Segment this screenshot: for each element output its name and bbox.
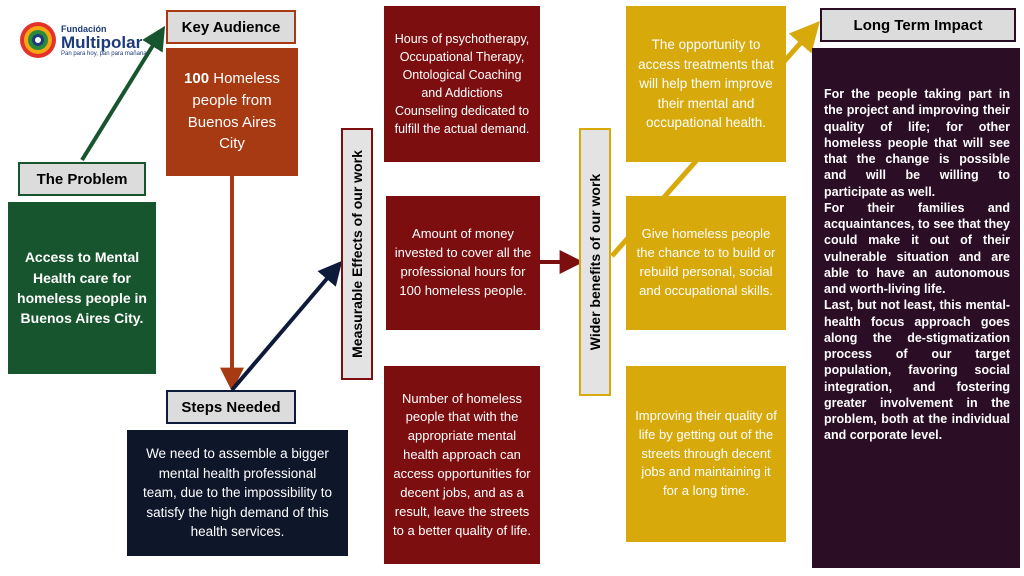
wider-item-3: Improving their quality of life by getti… xyxy=(626,366,786,542)
wider-item-1: The opportunity to access treatments tha… xyxy=(626,6,786,162)
measurable-label: Measurable Effects of our work xyxy=(341,128,373,380)
logo: Fundación Multipolar Pan para hoy, pan p… xyxy=(18,18,148,62)
arrow-problem-to-audience xyxy=(80,25,166,162)
steps-label: Steps Needed xyxy=(166,390,296,424)
audience-number: 100 xyxy=(184,70,210,87)
wider-item-2: Give homeless people the chance to to bu… xyxy=(626,196,786,330)
logo-top-text: Fundación xyxy=(61,23,107,34)
problem-box: Access to Mental Health care for homeles… xyxy=(8,202,156,374)
measurable-item-2: Amount of money invested to cover all th… xyxy=(386,196,540,330)
impact-paragraph-2: For their families and acquaintances, to… xyxy=(824,200,1010,296)
audience-text: Homeless people from Buenos Aires City xyxy=(187,70,280,153)
measurable-item-3: Number of homeless people that with the … xyxy=(384,366,540,564)
logo-main-text: Multipolar xyxy=(61,32,143,52)
audience-box: 100 Homeless people from Buenos Aires Ci… xyxy=(166,48,298,176)
impact-paragraph-3: Last, but not least, this mental-health … xyxy=(824,298,1010,443)
audience-label: Key Audience xyxy=(166,10,296,44)
impact-paragraph-1: For the people taking part in the projec… xyxy=(824,87,1010,199)
arrow-steps-to-measurable xyxy=(230,260,343,392)
logo-tagline: Pan para hoy, pan para mañana xyxy=(61,50,147,57)
wider-label: Wider benefits of our work xyxy=(579,128,611,396)
problem-label: The Problem xyxy=(18,162,146,196)
impact-box: For the people taking part in the projec… xyxy=(812,48,1020,568)
measurable-item-1: Hours of psychotherapy, Occupational The… xyxy=(384,6,540,162)
impact-label: Long Term Impact xyxy=(820,8,1016,42)
logo-mark-icon xyxy=(20,22,56,58)
steps-box: We need to assemble a bigger mental heal… xyxy=(127,430,348,556)
